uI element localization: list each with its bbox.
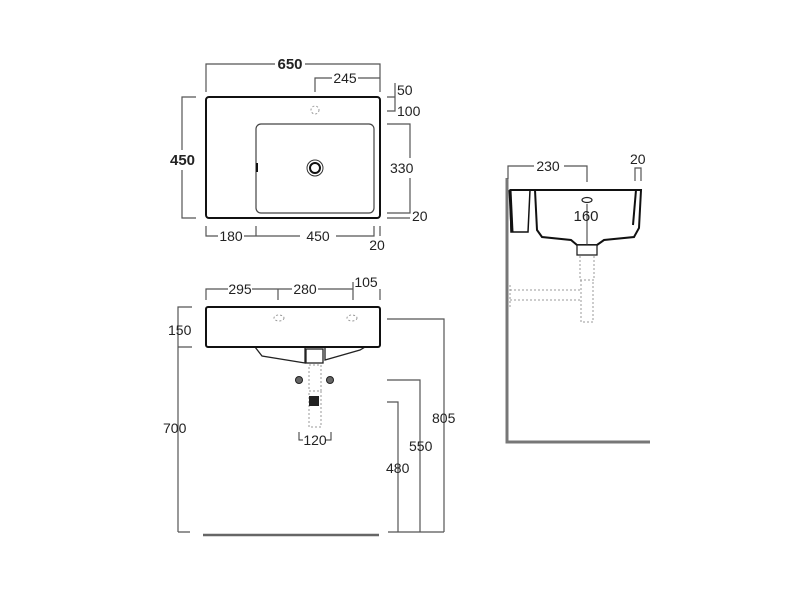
dim-depth-total: 450 [170,152,195,169]
dim-edge-top: 50 [397,82,413,98]
drain-stub [305,348,324,364]
dim-width-total: 650 [277,56,302,73]
dim-lower-supply: 480 [386,460,410,476]
trap-pipe [308,364,322,392]
dim-hole-spacing: 280 [293,281,317,297]
dim-right-edge: 20 [369,237,385,253]
dim-bowl-bottom-edge: 20 [412,208,428,224]
drain-stub-side [576,244,598,256]
dim-right-hole: 105 [354,274,378,290]
bolt-icon-right [326,376,334,384]
top-view: 650 245 50 100 330 20 450 180 450 20 [170,56,428,253]
bolt-icon-left [295,376,303,384]
side-view: 230 20 160 [505,151,650,444]
dim-projection: 230 [536,158,560,174]
dim-overall-height: 805 [432,410,456,426]
dim-bowl-depth-side: 160 [573,208,598,225]
basin-top-outline [205,96,381,219]
dim-left-hole: 295 [228,281,252,297]
dim-tap-offset: 245 [333,70,357,86]
dim-basin-height: 150 [168,322,192,338]
fixing-hole-right [346,314,358,322]
dim-mount-height: 700 [163,420,187,436]
tap-hole-icon [310,105,320,115]
front-view: 295 280 105 120 150 700 805 550 480 [163,274,456,537]
dim-upper-supply: 550 [409,438,433,454]
overflow-icon [581,196,593,204]
wall-and-floor [505,178,650,444]
dim-bowl-depth: 330 [390,160,414,176]
basin-front-outline [205,306,381,348]
waste-outlet [309,396,319,406]
dim-trap-width: 120 [303,432,327,448]
fixing-hole-left [273,314,285,322]
dim-bowl-top-offset: 100 [397,103,421,119]
dim-rim: 20 [630,151,646,167]
dim-left-deck: 180 [219,228,243,244]
dim-bowl-width: 450 [306,228,330,244]
